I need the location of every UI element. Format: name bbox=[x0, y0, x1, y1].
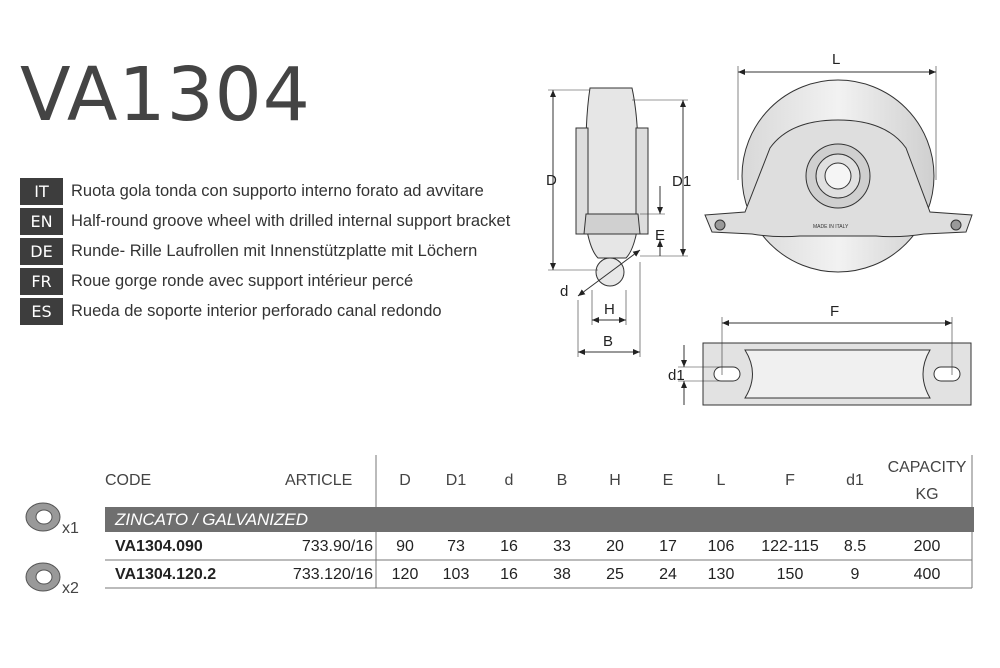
label-D1: D1 bbox=[672, 173, 691, 190]
section-title: ZINCATO / GALVANIZED bbox=[115, 510, 309, 529]
row-L: 106 bbox=[707, 538, 735, 555]
label-L: L bbox=[832, 51, 840, 68]
header-capacity: CAPACITY bbox=[887, 459, 967, 476]
label-d1: d1 bbox=[668, 367, 685, 384]
row-F: 150 bbox=[776, 566, 804, 583]
label-B: B bbox=[603, 333, 613, 350]
header-D: D bbox=[399, 472, 411, 489]
header-article: ARTICLE bbox=[285, 472, 353, 489]
header-d: d bbox=[504, 472, 514, 489]
language-descriptions: IT Ruota gola tonda con supporto interno… bbox=[20, 176, 510, 326]
lang-code-fr: FR bbox=[20, 267, 63, 295]
row-d: 16 bbox=[500, 538, 518, 555]
row-D: 90 bbox=[396, 538, 414, 555]
row-L: 130 bbox=[707, 566, 735, 583]
row-H: 25 bbox=[606, 566, 624, 583]
header-code: CODE bbox=[105, 472, 152, 489]
lang-code-it: IT bbox=[20, 177, 63, 205]
lang-code-de: DE bbox=[20, 237, 63, 265]
bearing-qty-1: x1 bbox=[62, 520, 79, 537]
label-E: E bbox=[655, 227, 665, 244]
header-d1: d1 bbox=[846, 472, 864, 489]
row-code: VA1304.120.2 bbox=[115, 566, 217, 583]
lang-row-fr: FR Roue gorge ronde avec support intérie… bbox=[20, 266, 510, 296]
row-H: 20 bbox=[606, 538, 624, 555]
row-B: 33 bbox=[553, 538, 571, 555]
header-D1: D1 bbox=[445, 472, 467, 489]
header-B: B bbox=[556, 472, 568, 489]
row-d: 16 bbox=[500, 566, 518, 583]
lang-code-en: EN bbox=[20, 207, 63, 235]
row-E: 24 bbox=[659, 566, 677, 583]
bearing-icon bbox=[25, 502, 61, 532]
label-D: D bbox=[546, 172, 557, 189]
header-H: H bbox=[609, 472, 621, 489]
bearing-qty-2: x2 bbox=[62, 580, 79, 597]
row-code: VA1304.090 bbox=[115, 538, 203, 555]
lang-text-en: Half-round groove wheel with drilled int… bbox=[71, 211, 511, 230]
row-article: 733.120/16 bbox=[292, 566, 373, 583]
lang-text-de: Runde- Rille Laufrollen mit Innenstützpl… bbox=[71, 241, 478, 260]
row-article: 733.90/16 bbox=[301, 538, 373, 555]
lang-text-it: Ruota gola tonda con supporto interno fo… bbox=[71, 181, 484, 200]
row-D: 120 bbox=[391, 566, 419, 583]
row-capacity: 400 bbox=[913, 566, 941, 583]
row-d1: 9 bbox=[850, 566, 860, 583]
header-F: F bbox=[785, 472, 795, 489]
bearing-icon bbox=[25, 562, 61, 592]
lang-row-en: EN Half-round groove wheel with drilled … bbox=[20, 206, 510, 236]
header-E: E bbox=[662, 472, 674, 489]
lang-code-es: ES bbox=[20, 297, 63, 325]
side-profile-view bbox=[548, 87, 688, 357]
row-capacity: 200 bbox=[913, 538, 941, 555]
lang-row-de: DE Runde- Rille Laufrollen mit Innenstüt… bbox=[20, 236, 510, 266]
section-band bbox=[105, 507, 974, 532]
row-d1: 8.5 bbox=[843, 538, 867, 555]
lang-text-fr: Roue gorge ronde avec support intérieur … bbox=[71, 271, 414, 290]
row-E: 17 bbox=[659, 538, 677, 555]
product-title: VA1304 bbox=[20, 52, 311, 138]
label-F: F bbox=[830, 303, 839, 320]
header-L: L bbox=[716, 472, 726, 489]
made-in-italy-mark: MADE IN ITALY bbox=[813, 224, 849, 230]
lang-text-es: Rueda de soporte interior perforado cana… bbox=[71, 301, 442, 320]
row-D1: 103 bbox=[442, 566, 470, 583]
row-B: 38 bbox=[553, 566, 571, 583]
lang-row-it: IT Ruota gola tonda con supporto interno… bbox=[20, 176, 510, 206]
row-D1: 73 bbox=[447, 538, 465, 555]
label-H: H bbox=[604, 301, 615, 318]
plan-view bbox=[678, 317, 972, 406]
row-F: 122-115 bbox=[761, 538, 819, 555]
header-capacity-unit: KG bbox=[915, 486, 939, 503]
lang-row-es: ES Rueda de soporte interior perforado c… bbox=[20, 296, 510, 326]
front-view bbox=[704, 66, 973, 273]
label-d: d bbox=[560, 283, 568, 300]
